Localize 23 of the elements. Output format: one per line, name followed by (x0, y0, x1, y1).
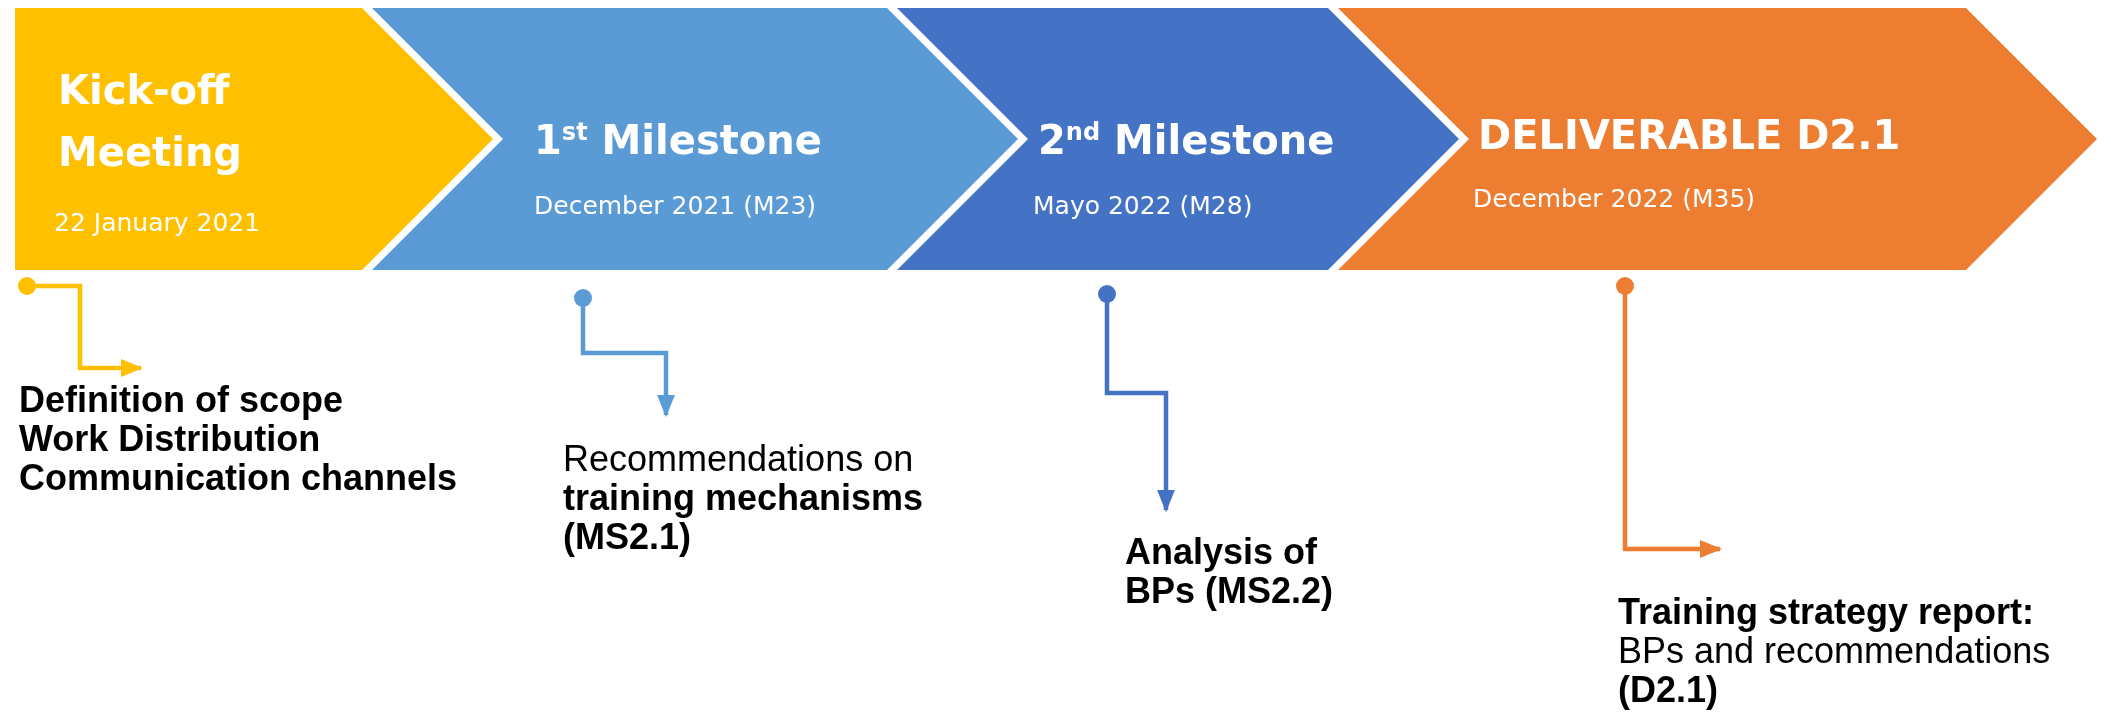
process-step (15, 8, 493, 270)
process-step (1338, 8, 2097, 270)
arrow (574, 289, 675, 418)
arrow (18, 277, 144, 377)
milestone-note: Communication channels (19, 458, 459, 497)
milestone-date: Mayo 2022 (M28) (1033, 191, 1253, 221)
milestone-note: Training strategy report: (1618, 592, 2036, 631)
milestone-note: Work Distribution (19, 419, 321, 458)
milestone-note: BPs and recommendations (D2.1) (1618, 631, 2052, 709)
milestone-note: Analysis of BPs (MS2.2) (1125, 532, 1387, 610)
process-step (372, 8, 1018, 270)
milestone-note: Definition of scope (19, 380, 344, 419)
arrow (1616, 277, 1723, 558)
process-step (897, 8, 1459, 270)
milestone-date: December 2022 (M35) (1473, 184, 1756, 214)
milestone-note: Recommendations on training mechanisms (MS2.1) (563, 439, 958, 556)
milestone-title: 2$^{nd}$ Milestone (1038, 116, 1335, 165)
milestone-title: 1$^{st}$ Milestone (534, 116, 822, 165)
arrow (1098, 285, 1175, 513)
milestone-date: 22 January 2021 (54, 208, 261, 238)
milestone-date: December 2021 (M23) (534, 191, 817, 221)
milestone-title: DELIVERABLE D2.1 (1478, 111, 1901, 160)
milestone-title: Kick-off Meeting (58, 66, 243, 177)
